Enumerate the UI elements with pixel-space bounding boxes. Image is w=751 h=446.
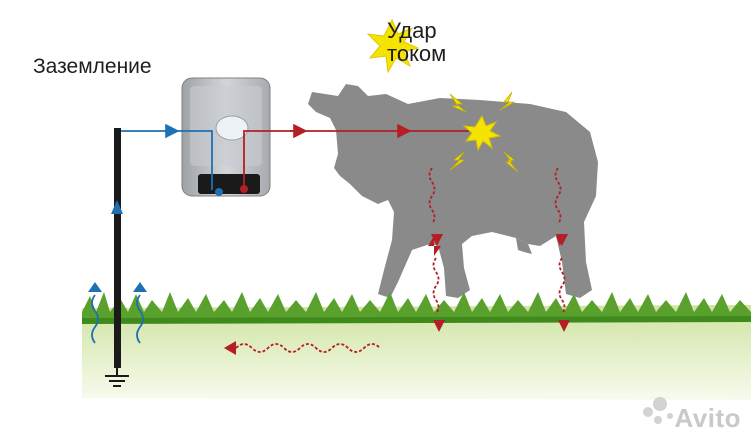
up-arrow-icon	[111, 200, 123, 214]
left-arrow-icon	[224, 341, 236, 355]
avito-watermark: Avito	[674, 403, 741, 433]
energizer-spark-icon	[215, 115, 249, 141]
terminal-fence	[240, 185, 248, 193]
down-arrow-icon	[556, 234, 568, 246]
spark-icon	[366, 18, 420, 74]
terminal-ground	[215, 188, 223, 196]
shock-current-arrows	[235, 123, 566, 353]
down-arrow-icon	[433, 320, 445, 332]
lightning-bolt-icon	[499, 91, 516, 111]
fence-energizer	[181, 77, 271, 197]
grass-strip	[82, 292, 751, 324]
shock-label-line1: Удар	[387, 18, 437, 43]
down-arrow-icon	[558, 320, 570, 332]
lightning-bolt-icon	[503, 151, 519, 173]
lightning-bolt-icon	[449, 151, 466, 171]
cow-silhouette	[308, 84, 598, 298]
avito-logo	[643, 397, 673, 424]
soil	[82, 305, 751, 400]
up-arrow-icon	[133, 282, 147, 292]
grounding-label: Заземление	[33, 55, 152, 78]
up-arrow-icon	[88, 282, 102, 292]
ground-symbol-icon	[105, 368, 129, 387]
down-arrow-icon	[428, 236, 441, 256]
lightning-bolt-icon	[449, 93, 467, 113]
down-arrow-icon	[431, 234, 443, 246]
ground-rod	[114, 128, 121, 368]
electric-shock-label: Удар током	[387, 19, 446, 65]
spark-icon	[462, 114, 502, 152]
shock-label-line2: током	[387, 41, 447, 67]
